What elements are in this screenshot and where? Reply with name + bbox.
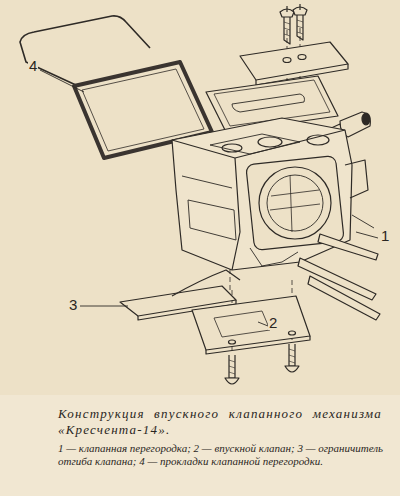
callout-number: 2 [268, 315, 278, 330]
callout-number: 4 [28, 58, 38, 73]
callout-number: 1 [380, 228, 390, 243]
figure-caption: Конструкция впускного клапанного механиз… [58, 406, 390, 438]
legend-note: 1 — клапанная перегородка; 2 — впускной … [58, 442, 388, 468]
callout-number: 3 [68, 297, 78, 312]
